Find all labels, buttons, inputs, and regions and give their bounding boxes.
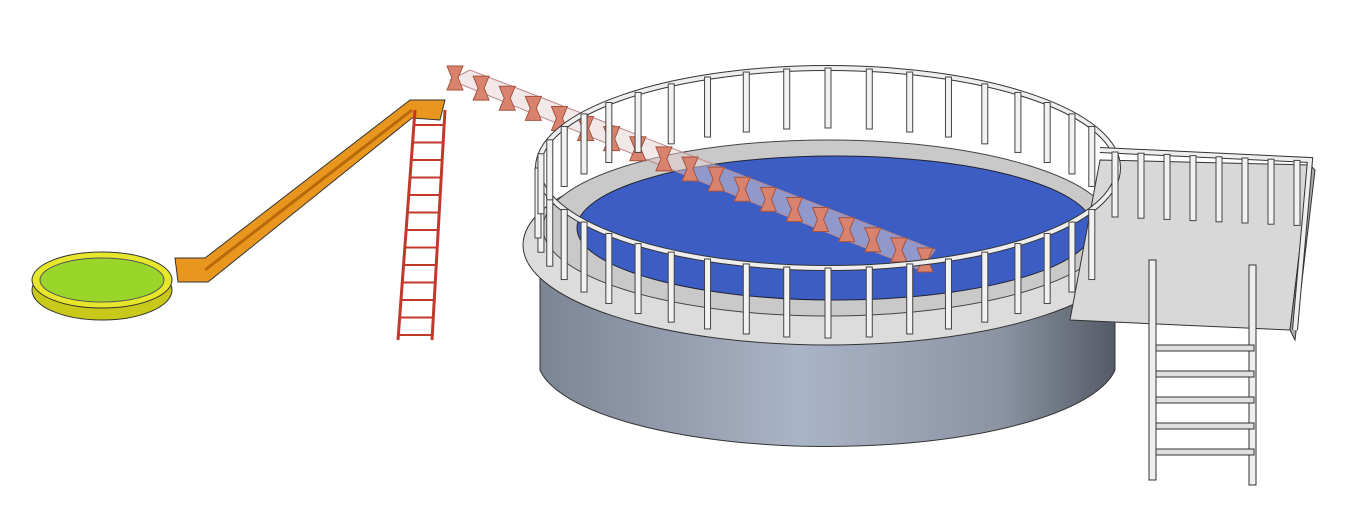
red-ladder	[396, 109, 447, 341]
railing-post	[537, 153, 545, 215]
railing-post	[1293, 159, 1301, 226]
railing-post	[634, 243, 642, 315]
railing-post	[667, 83, 675, 145]
railing-post	[981, 251, 989, 323]
small-basin	[31, 251, 173, 321]
railing-post	[580, 113, 588, 175]
ladder-step	[1155, 396, 1255, 404]
railing-post	[906, 263, 914, 335]
railing-post	[1068, 113, 1076, 175]
railing-post	[1189, 155, 1197, 222]
railing-post	[742, 71, 750, 133]
railing-post	[865, 266, 873, 338]
screw-flight	[472, 75, 490, 101]
railing-post	[944, 258, 952, 330]
railing-post	[1111, 151, 1119, 218]
railing-post	[605, 102, 613, 164]
railing-post	[783, 68, 791, 130]
railing-post	[634, 91, 642, 153]
railing-post	[1163, 153, 1171, 220]
screw-flight	[446, 65, 464, 91]
ladder-rail	[396, 109, 417, 341]
ladder-step	[1155, 370, 1255, 378]
railing-post	[1043, 232, 1051, 304]
ladder-rail	[1148, 259, 1157, 481]
railing-post	[944, 76, 952, 138]
railing-post	[865, 68, 873, 130]
railing-post	[1241, 157, 1249, 224]
railing-post	[1014, 91, 1022, 153]
ladder-step	[1155, 422, 1255, 430]
slide-chute	[174, 99, 446, 283]
railing-post	[1068, 221, 1076, 293]
ladder-step	[1155, 344, 1255, 352]
screw-flight	[498, 85, 516, 111]
screw-flight	[707, 166, 725, 192]
screw-flight	[733, 176, 751, 202]
railing-post	[742, 263, 750, 335]
ladder-rail	[430, 109, 447, 341]
railing-post	[546, 139, 554, 201]
screw-flight	[524, 95, 543, 121]
screw-flight	[864, 227, 882, 253]
railing-post	[560, 125, 568, 187]
railing-post	[1088, 209, 1096, 281]
railing-post	[1043, 102, 1051, 164]
railing-post	[1215, 156, 1223, 223]
screw-flight	[681, 156, 699, 182]
railing-post	[906, 71, 914, 133]
ladder-step	[1155, 448, 1255, 456]
screw-flight	[785, 196, 804, 222]
railing-post	[1014, 243, 1022, 315]
screw-flight	[655, 146, 673, 172]
railing-post	[605, 232, 613, 304]
platform-ladder	[1148, 259, 1257, 486]
railing-post	[667, 251, 675, 323]
screw-flight	[759, 186, 778, 212]
railing-post	[546, 195, 554, 267]
railing-post	[704, 76, 712, 138]
railing-post	[1137, 152, 1145, 219]
railing	[534, 65, 1314, 339]
railing-post	[560, 209, 568, 281]
railing-post	[704, 258, 712, 330]
railing-post	[981, 83, 989, 145]
screw-flight	[811, 207, 830, 233]
railing-post	[1088, 125, 1096, 187]
railing-post	[1267, 158, 1275, 225]
railing-post	[824, 267, 832, 339]
railing-post	[580, 221, 588, 293]
screw-flight	[837, 217, 856, 243]
railing-post	[783, 266, 791, 338]
railing-post	[824, 67, 832, 129]
